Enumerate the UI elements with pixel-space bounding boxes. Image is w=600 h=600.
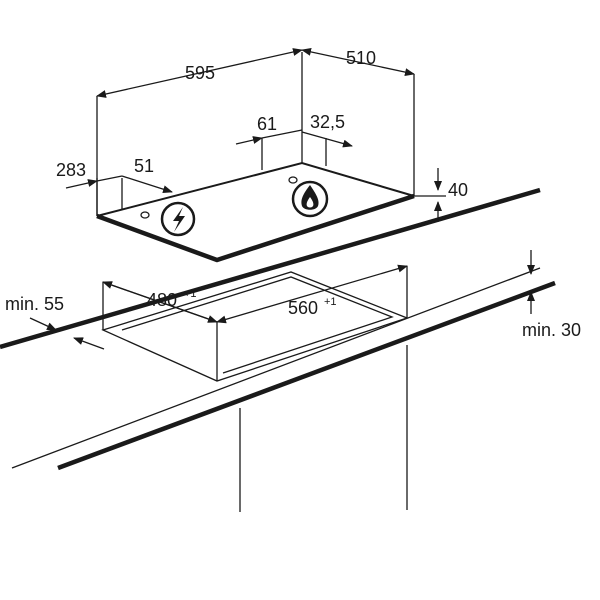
dim-label-480: 480 [147,290,177,310]
dimension-min-55: min. 55 [5,294,105,350]
gas-flame-icon [291,180,329,218]
dim-label-40: 40 [448,180,468,200]
electric-connection-point [140,211,150,219]
dim-label-32-5: 32,5 [310,112,345,132]
dim-label-560: 560 [288,298,318,318]
dimension-283: 283 [56,160,123,189]
dimension-480: 480 +1 [102,281,218,323]
dim-tolerance-480: +1 [184,288,197,300]
dimension-32-5: 32,5 [301,112,353,148]
dim-label-min-55: min. 55 [5,294,64,314]
dimension-min-30: min. 30 [522,250,581,340]
dim-label-51: 51 [134,156,154,176]
gas-connection-point [288,176,298,184]
dim-tolerance-560: +1 [324,296,337,308]
dimension-510: 510 [301,47,415,77]
dimension-40: 40 [414,168,468,222]
dim-label-595: 595 [185,63,215,83]
dim-label-61: 61 [257,114,277,134]
dimension-51: 51 [121,156,173,194]
dim-label-510: 510 [346,48,376,68]
electric-connection-icon [160,201,196,237]
dim-label-283: 283 [56,160,86,180]
dimension-560: 560 +1 [216,264,408,324]
dimension-61: 61 [235,114,303,145]
dimension-595: 595 [96,48,303,98]
worktop-cutout [101,266,409,382]
dim-label-min-30: min. 30 [522,320,581,340]
